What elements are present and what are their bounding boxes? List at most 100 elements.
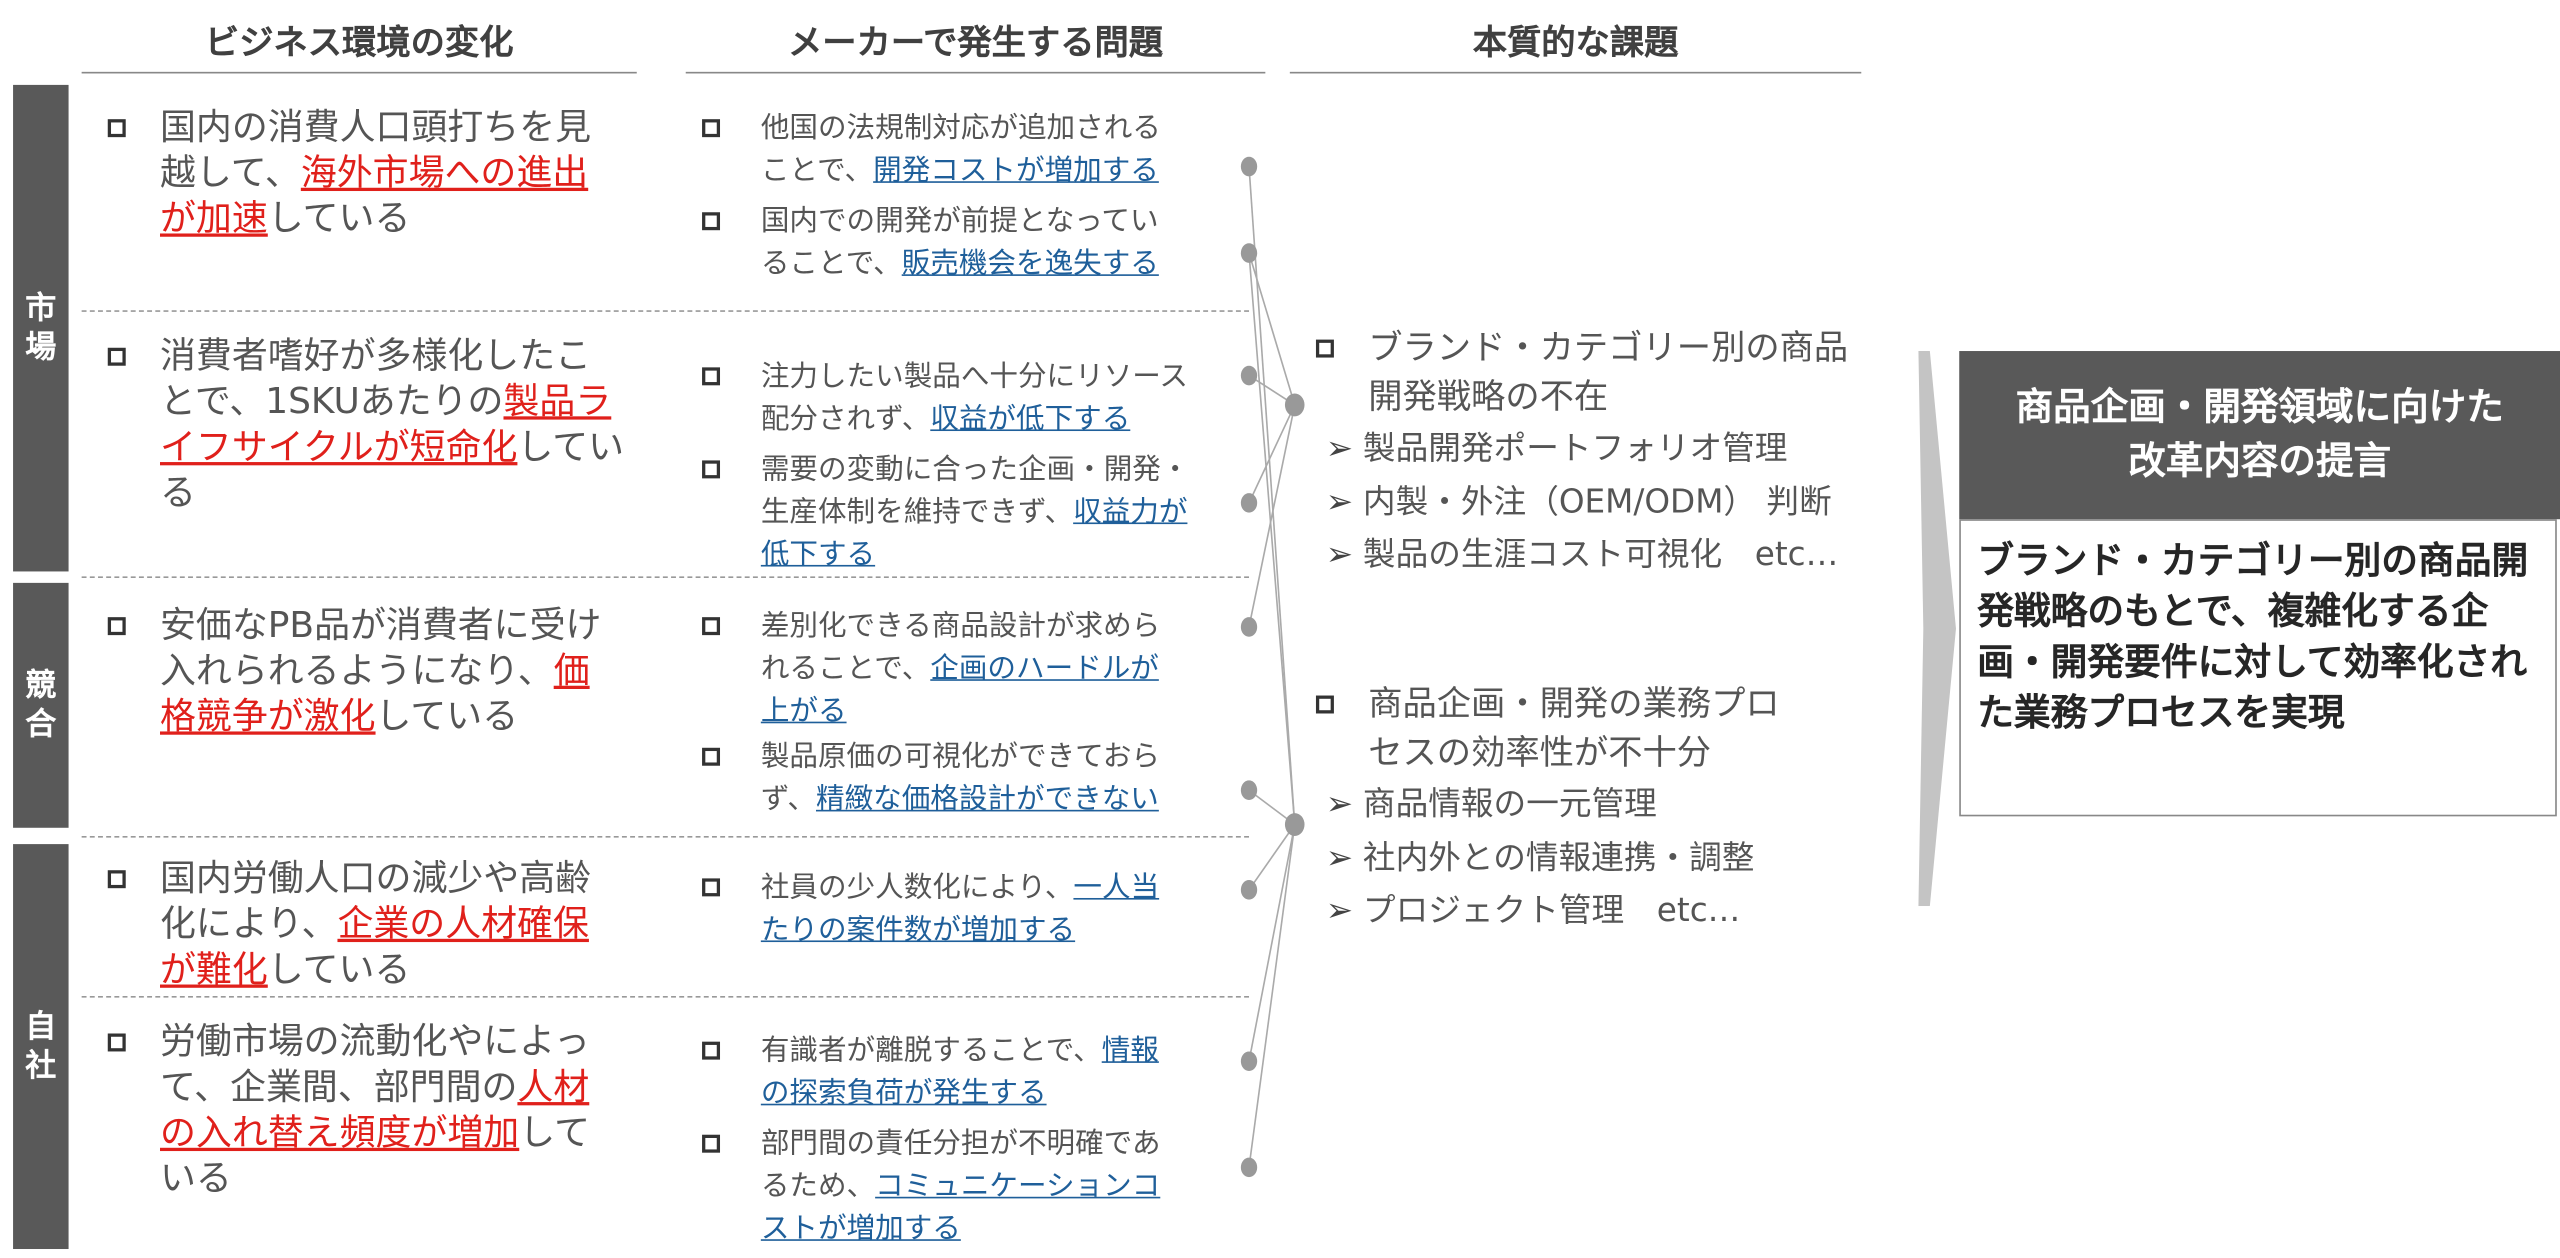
- text-segment: している: [375, 697, 519, 738]
- text-segment: 部門間の責任分担が不明確であ るため、: [760, 1128, 1161, 1204]
- text-segment: 差別化できる商品設計が求めら れることで、: [760, 610, 1161, 686]
- checkbox-icon: [702, 212, 721, 231]
- highlight-link: 情報 の探索負荷が発生する: [760, 1035, 1159, 1111]
- highlight-link: 一人当 たりの案件数が増加する: [760, 871, 1160, 947]
- environment-item: 国内労働人口の減少や高齢 化により、企業の人材確保 が難化している: [160, 857, 591, 994]
- environment-item: 国内の消費人口頭打ちを見 越して、海外市場への進出 が加速している: [160, 106, 591, 243]
- issue-subitem: ➢製品の生涯コスト可視化 etc…: [1326, 527, 1839, 574]
- subitem-label: プロジェクト管理 etc…: [1362, 889, 1741, 930]
- issue-subitem: ➢社内外との情報連携・調整: [1326, 830, 1755, 877]
- issue-title: ブランド・カテゴリー別の商品 開発戦略の不在: [1368, 328, 1849, 417]
- arrow-bullet-icon: ➢: [1325, 836, 1354, 876]
- text-segment: 有識者が離脱することで、: [760, 1035, 1102, 1068]
- connector-line: [1248, 824, 1296, 1062]
- checkbox-icon: [702, 1134, 721, 1153]
- connector-dot: [1240, 1051, 1258, 1072]
- checkbox-icon: [107, 1033, 126, 1052]
- checkbox-icon: [702, 1041, 721, 1060]
- connector-hub: [1284, 813, 1305, 836]
- text-segment: 社員の少人数化により、: [760, 871, 1074, 905]
- text-segment: 安価なPB品が消費者に受け 入れられるようになり、: [160, 605, 602, 693]
- environment-item: 労働市場の流動化やによっ て、企業間、部門間の人材 の入れ替え頻度が増加して い…: [160, 1020, 590, 1203]
- proposal-body: ブランド・カテゴリー別の商品開発戦略のもとで、複雑化する企画・開発要件に対して効…: [1959, 519, 2557, 817]
- checkbox-icon: [702, 460, 721, 479]
- connector-dot: [1240, 156, 1258, 177]
- highlight-link: 収益が低下する: [930, 403, 1131, 436]
- subitem-label: 商品情報の一元管理: [1362, 783, 1657, 823]
- connector-line: [1248, 166, 1296, 825]
- divider: [81, 310, 1250, 312]
- connector-line: [1248, 253, 1296, 825]
- header-underline: [81, 71, 637, 74]
- arrow-bullet-icon: ➢: [1325, 783, 1354, 823]
- connector-line: [1248, 404, 1296, 628]
- arrow-bullet-icon: ➢: [1325, 427, 1354, 467]
- text-segment: している: [267, 199, 411, 241]
- checkbox-icon: [107, 119, 126, 138]
- text-segment: 国内の消費人口頭打ちを見 越して、: [160, 107, 592, 195]
- highlight-link: 開発コストが増加する: [873, 155, 1159, 188]
- subitem-label: 製品開発ポートフォリオ管理: [1362, 427, 1788, 467]
- highlight-text: 価 格競争が激化: [160, 651, 590, 738]
- connector-dot: [1240, 493, 1258, 513]
- connector-dot: [1240, 1157, 1258, 1178]
- highlight-text: 企業の人材確保 が難化: [160, 904, 589, 992]
- header-underline: [685, 71, 1266, 74]
- checkbox-icon: [107, 617, 126, 636]
- text-segment: して いる: [160, 1113, 590, 1201]
- problem-item: 部門間の責任分担が不明確であ るため、コミュニケーションコ ストが増加する: [761, 1123, 1161, 1250]
- arrow-bullet-icon: ➢: [1325, 889, 1354, 930]
- environment-item: 消費者嗜好が多様化したこ とで、1SKUあたりの製品ラ イフサイクルが短命化して…: [160, 335, 624, 518]
- problem-item: 注力したい製品へ十分にリソース 配分されず、収益が低下する: [761, 356, 1188, 441]
- highlight-text: 製品ラ イフサイクルが短命化: [160, 382, 612, 469]
- connector-dot: [1240, 243, 1258, 263]
- subitem-label: 内製・外注（OEM/ODM） 判断: [1362, 480, 1832, 521]
- highlight-link: 収益力が 低下する: [760, 496, 1188, 572]
- connector-hub: [1284, 393, 1305, 417]
- header-essential-issues: 本質的な課題: [1472, 22, 1679, 63]
- problem-item: 有識者が離脱することで、情報 の探索負荷が発生する: [761, 1030, 1159, 1115]
- text-segment: 製品原価の可視化ができておら ず、: [760, 741, 1161, 817]
- connector-line: [1248, 824, 1296, 1168]
- connector-dot: [1240, 617, 1258, 637]
- highlight-link: コミュニケーションコ ストが増加する: [760, 1170, 1161, 1246]
- text-segment: 注力したい製品へ十分にリソース 配分されず、: [760, 360, 1188, 436]
- issue-subitem: ➢内製・外注（OEM/ODM） 判断: [1326, 474, 1832, 521]
- connector-dot: [1240, 880, 1258, 900]
- problem-item: 需要の変動に合った企画・開発・ 生産体制を維持できず、収益力が 低下する: [761, 449, 1190, 576]
- text-segment: 需要の変動に合った企画・開発・ 生産体制を維持できず、: [760, 453, 1190, 529]
- divider: [81, 995, 1250, 998]
- checkbox-icon: [107, 347, 126, 366]
- problem-item: 国内での開発が前提となってい ることで、販売機会を逸失する: [761, 201, 1159, 286]
- problem-item: 他国の法規制対応が追加される ことで、開発コストが増加する: [761, 108, 1161, 193]
- connector-dot: [1240, 365, 1258, 386]
- text-segment: 消費者嗜好が多様化したこ とで、1SKUあたりの: [160, 336, 592, 423]
- highlight-text: 海外市場への進出 が加速: [160, 153, 589, 241]
- arrow-bullet-icon: ➢: [1325, 533, 1354, 574]
- problem-item: 製品原価の可視化ができておら ず、精緻な価格設計ができない: [761, 736, 1160, 821]
- divider: [81, 576, 1250, 578]
- text-segment: 国内労働人口の減少や高齢 化により、: [160, 858, 592, 946]
- checkbox-icon: [107, 870, 126, 889]
- arrow-bullet-icon: ➢: [1325, 480, 1354, 521]
- problem-item: 社員の少人数化により、一人当 たりの案件数が増加する: [761, 867, 1159, 952]
- subitem-label: 社内外との情報連携・調整: [1362, 836, 1755, 876]
- section-competition: 競 合: [13, 582, 69, 828]
- section-market: 市 場: [13, 84, 69, 572]
- text-segment: 他国の法規制対応が追加される ことで、: [760, 112, 1161, 188]
- checkbox-icon: [1315, 339, 1334, 358]
- checkbox-icon: [702, 617, 721, 636]
- checkbox-icon: [702, 747, 721, 766]
- arrow-chevron-icon: [1918, 351, 1956, 907]
- issue-subitem: ➢プロジェクト管理 etc…: [1326, 883, 1741, 930]
- header-maker-problems: メーカーで発生する問題: [787, 22, 1164, 63]
- text-segment: してい る: [160, 427, 625, 515]
- header-business-environment: ビジネス環境の変化: [204, 22, 514, 63]
- text-segment: 国内での開発が前提となってい ることで、: [760, 205, 1159, 281]
- checkbox-icon: [702, 878, 721, 897]
- highlight-link: 精緻な価格設計ができない: [815, 783, 1159, 817]
- connector-line: [1248, 404, 1296, 504]
- highlight-text: 人材 の入れ替え頻度が増加: [160, 1067, 590, 1155]
